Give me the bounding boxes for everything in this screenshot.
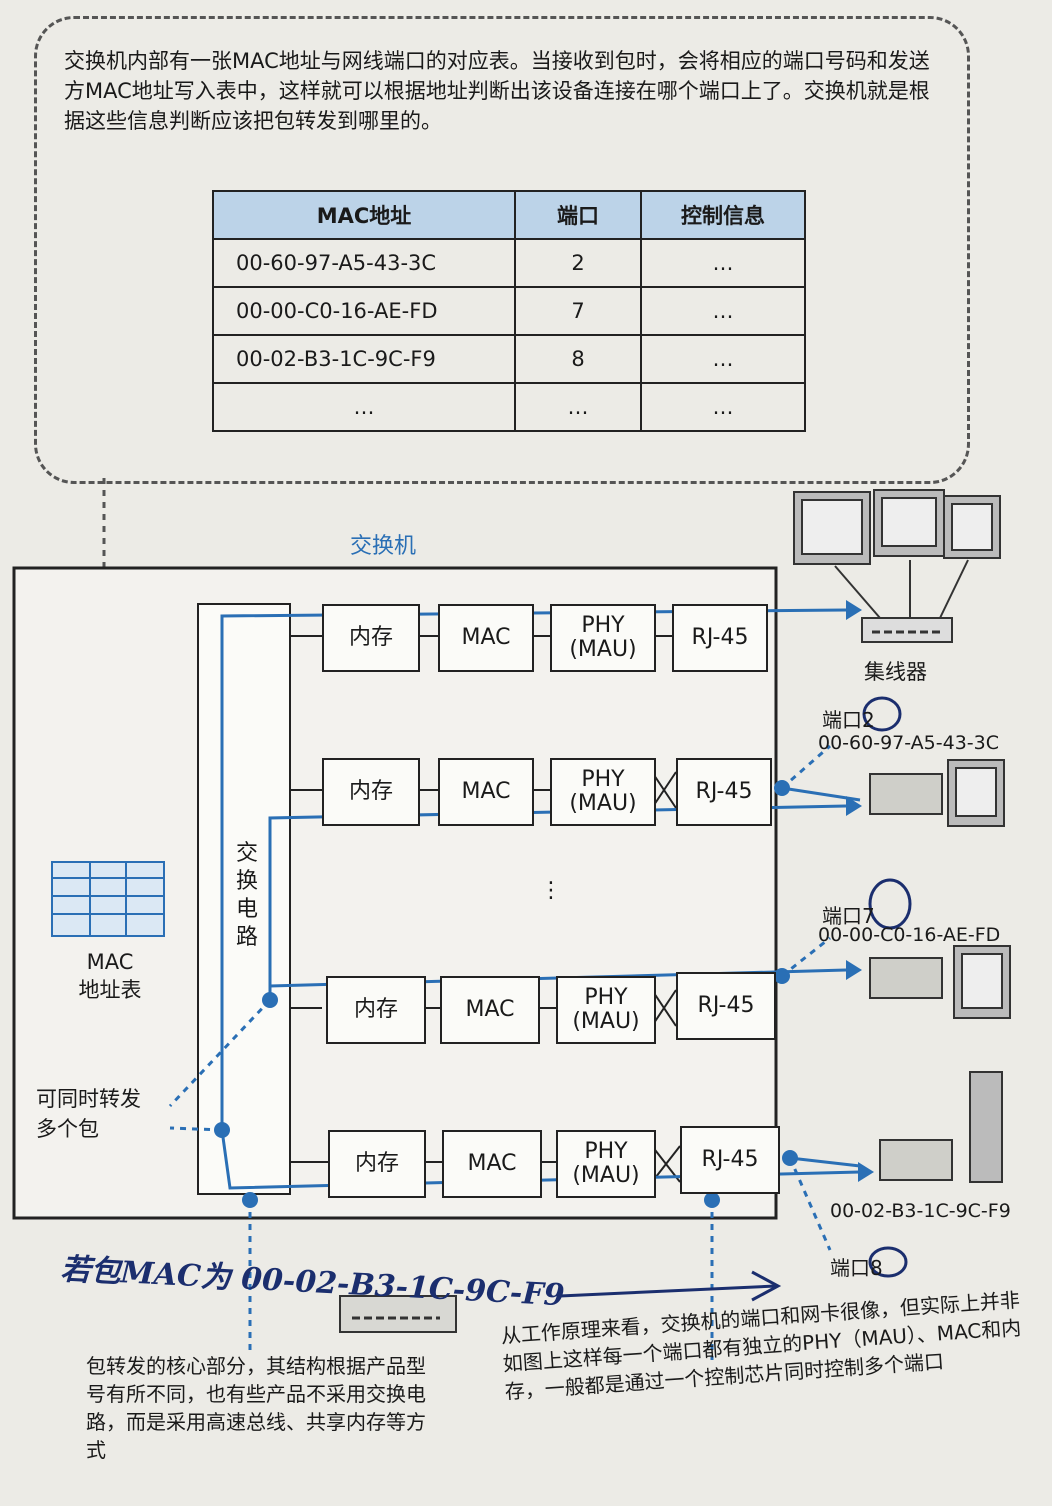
hub-icon [834,559,969,643]
intro-text: 交换机内部有一张MAC地址与网线端口的对应表。当接收到包时，会将相应的端口号码和… [64,49,930,133]
mac-box: MAC [440,976,540,1044]
cell-control: … [640,334,806,384]
bottom-left-note: 包转发的核心部分，其结构根据产品型号有所不同，也有些产品不采用交换电路，而是采用… [86,1354,426,1462]
col-header-port: 端口 [514,190,642,240]
callout-box [34,16,970,484]
phy-box: PHY (MAU) [556,976,656,1044]
concurrent-label: 可同时转发 多个包 [36,1087,141,1141]
memory-box: 内存 [322,604,420,672]
cell-mac: 00-00-C0-16-AE-FD [212,286,516,336]
port-2-mac: 00-60-97-A5-43-3C [818,732,1000,754]
cell-control: … [640,238,806,288]
col-header-mac: MAC地址 [212,190,516,240]
computer-icon [947,759,1011,1183]
hub-label: 集线器 [864,660,927,684]
rj45-box: RJ-45 [676,972,776,1040]
nic-card-icon [869,773,953,1181]
phy-box: PHY (MAU) [556,1130,656,1198]
port-7-mac: 00-00-C0-16-AE-FD [818,924,1001,946]
memory-box: 内存 [328,1130,426,1198]
rj45-box: RJ-45 [676,758,772,826]
switch-label: 交换机 [350,534,417,559]
monitor-icon [793,489,1001,565]
switch-circuit-label: 交换电路 [235,841,258,950]
cell-control: … [640,382,806,432]
cell-mac: 00-02-B3-1C-9C-F9 [212,334,516,384]
table-row: 00-00-C0-16-AE-FD 7 … [212,286,806,336]
cell-port: 7 [514,286,642,336]
cell-mac: … [212,382,516,432]
mac-table-label: MAC 地址表 [78,950,142,1002]
phy-box: PHY (MAU) [550,604,656,672]
table-row: 00-02-B3-1C-9C-F9 8 … [212,334,806,384]
phy-box: PHY (MAU) [550,758,656,826]
table-row: … … … [212,382,806,432]
mac-table-icon [51,861,165,937]
port-7-label: 端口7 [822,904,875,928]
cell-port: … [514,382,642,432]
cell-mac: 00-60-97-A5-43-3C [212,238,516,288]
cell-control: … [640,286,806,336]
port-8-mac: 00-02-B3-1C-9C-F9 [830,1200,1011,1222]
mac-address-table: MAC地址 端口 控制信息 00-60-97-A5-43-3C 2 … 00-0… [212,190,806,432]
port-8-label: 端口8 [830,1256,883,1280]
mac-box: MAC [438,758,534,826]
mac-box: MAC [438,604,534,672]
cell-port: 2 [514,238,642,288]
cell-port: 8 [514,334,642,384]
table-row: 00-60-97-A5-43-3C 2 … [212,238,806,288]
col-header-control: 控制信息 [640,190,806,240]
memory-box: 内存 [322,758,420,826]
mac-box: MAC [442,1130,542,1198]
port-2-label: 端口2 [822,708,875,732]
ellipsis: ⋮ [540,878,562,903]
rj45-box: RJ-45 [680,1126,780,1194]
device-icon [339,1295,457,1333]
memory-box: 内存 [326,976,426,1044]
rj45-box: RJ-45 [672,604,768,672]
